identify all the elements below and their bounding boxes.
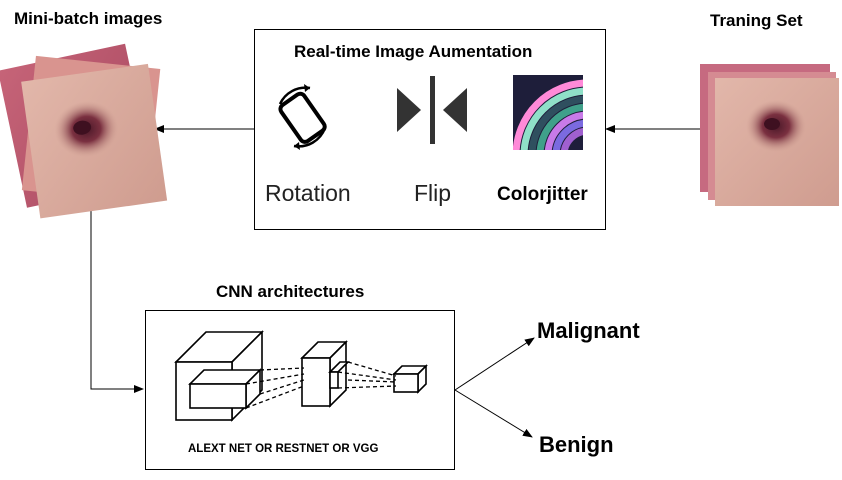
rotation-label: Rotation [265,180,351,206]
arrow-minibatch-to-cnn [90,205,144,393]
output-malignant: Malignant [537,318,640,343]
cnn-caption: ALEXT NET OR RESTNET OR VGG [188,443,379,455]
arrow-cnn-to-malignant [454,337,535,391]
arrow-cnn-to-benign [454,389,533,438]
training-set-title: Traning Set [710,11,803,30]
flip-label: Flip [414,180,452,206]
minibatch-title: Mini-batch images [14,9,163,28]
output-benign: Benign [539,432,614,457]
cnn-title: CNN architectures [216,282,365,301]
augmentation-title: Real-time Image Aumentation [294,42,533,61]
colorjitter-label: Colorjitter [497,184,588,205]
